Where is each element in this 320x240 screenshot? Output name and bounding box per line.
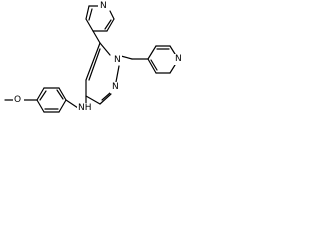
atom-pyridine-top-n: N [98, 1, 108, 11]
atom-pyrimidine-n3: N [112, 55, 122, 65]
pyridine-right-ring [147, 45, 176, 74]
bond [36, 87, 45, 101]
bond [101, 92, 111, 101]
bond [169, 64, 176, 74]
bond [109, 10, 115, 20]
amine-nh-label: NH [78, 103, 92, 113]
bond [115, 65, 120, 83]
atom-amine-nh: NH [77, 103, 94, 114]
bond [120, 55, 133, 60]
structure-diagram: N N N N NH O [0, 0, 194, 127]
molecule-drawing: N N N N NH O [4, 1, 183, 114]
bond [36, 99, 45, 113]
pyridine-right-n-label: N [175, 54, 182, 64]
methoxy-o-label: O [14, 95, 21, 105]
bond [85, 42, 101, 81]
pyridine-top-ring [85, 5, 115, 32]
atom-methoxy-o: O [13, 95, 24, 106]
atom-pyridine-right-n: N [173, 54, 183, 65]
bond [99, 42, 111, 56]
bond [147, 45, 157, 60]
bond [56, 89, 64, 100]
bond [85, 5, 90, 20]
bond [88, 48, 101, 81]
atom-pyrimidine-n1: N [110, 82, 120, 93]
bond [150, 59, 158, 71]
bond [58, 87, 67, 101]
bond [58, 99, 67, 113]
pyrimidine-ring [85, 42, 120, 105]
bond [147, 58, 157, 74]
bond [92, 30, 101, 44]
pyrimidine-n1-label: N [112, 82, 119, 92]
pyrimidine-n3-label: N [114, 55, 121, 65]
bond [39, 90, 47, 101]
bond [104, 19, 112, 30]
bond [85, 95, 101, 105]
bond [169, 45, 176, 55]
bond [85, 18, 94, 32]
bond [65, 99, 79, 109]
bond [99, 93, 112, 105]
bond [88, 8, 93, 21]
methoxyphenyl-ring [36, 87, 67, 113]
pyridine-top-n-label: N [100, 1, 107, 11]
bond [106, 18, 115, 32]
